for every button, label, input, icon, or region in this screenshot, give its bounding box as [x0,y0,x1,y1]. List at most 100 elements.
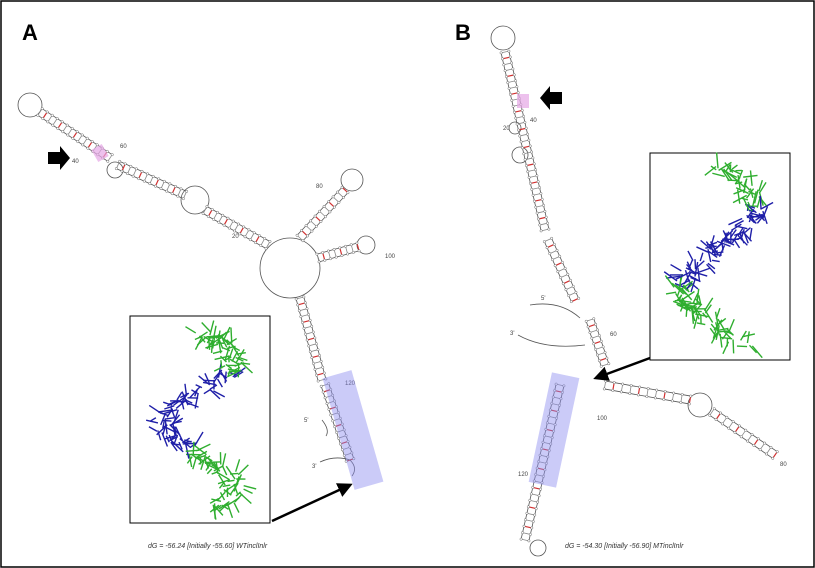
stick-blue [157,430,162,441]
stick-blue [195,384,203,389]
panel-a-label-120: 120 [345,381,356,387]
stick-green [675,284,687,295]
stick-green [217,333,231,346]
right-arrow-icon [48,146,70,170]
stick-green [226,339,237,350]
stick-blue [194,431,204,447]
stick-green [728,318,735,333]
stick-green [737,169,744,182]
stick-green [665,291,677,295]
stick-green [736,345,748,348]
stick-blue [209,384,218,390]
stick-blue [749,212,766,218]
stick-blue [707,262,716,270]
stick-blue [216,378,223,388]
panel-b-label-5prime: 5' [541,296,545,302]
stick-green [225,465,236,480]
stick-blue [160,414,166,426]
stick-green [749,170,753,186]
stick-blue [675,271,690,280]
stick-green [233,502,240,513]
stick-blue [181,401,185,410]
stick-green [671,282,685,295]
stick-green [236,352,246,355]
stick-green [235,491,242,497]
panel-b-label-40: 40 [530,118,537,124]
stick-green [227,479,235,483]
panel-a-site-highlight [91,143,109,163]
stick-green [203,458,210,469]
stick-blue [169,424,181,436]
stick-green [683,286,690,293]
stick-green [212,504,217,520]
stick-blue [693,271,708,277]
stick-blue [213,390,226,398]
stick-green [196,336,207,346]
stick-blue [189,385,201,399]
stick-blue [694,259,697,270]
stick-green [703,297,714,312]
stick-blue [728,217,743,226]
panel-a-label-5prime: 5' [304,418,308,424]
callout-arrow-icon [593,356,651,381]
stick-blue [170,441,178,452]
stick-green [680,299,692,303]
stick-blue [164,417,175,420]
panel-a-helix-4 [295,185,350,243]
stick-blue [213,369,223,379]
stick-green [240,361,253,374]
stick-blue [759,195,762,210]
panel-a-5prime-tail [321,419,328,437]
stick-blue [760,201,774,210]
stick-green [732,194,748,204]
stick-green [735,187,749,195]
stick-blue [165,435,170,443]
stick-green [217,478,231,485]
panel-b-label-100: 100 [597,416,608,422]
stick-blue [191,389,198,394]
stick-green [743,174,758,178]
stick-green [229,348,234,358]
stick-blue [173,396,185,406]
stick-green [225,356,232,361]
stick-blue [722,238,735,246]
stick-green [186,456,193,464]
panel-b-helix-3 [584,317,611,368]
stick-green [745,188,755,199]
stick-blue [730,223,742,232]
stick-green [208,458,219,471]
stick-green [209,497,220,504]
stick-blue [744,227,751,234]
stick-green [759,182,767,193]
panel-a-central-loop [259,237,321,299]
stick-blue [172,423,176,437]
stick-green [672,300,683,306]
panel-b-label-3prime: 3' [510,331,514,337]
stick-green [211,337,216,349]
stick-green [740,330,747,341]
stick-green [188,453,193,468]
panel-a-label-40: 40 [72,159,79,165]
stick-blue [665,275,681,279]
stick-green [714,322,721,336]
stick-green [731,164,738,170]
stick-blue [751,218,757,224]
panel-b-label-60: 60 [610,332,617,338]
stick-blue [203,388,211,395]
stick-green [704,304,712,314]
panel-a-letter: A [22,20,38,45]
stick-green [678,300,690,307]
stick-blue [170,414,181,426]
stick-green [231,351,239,362]
panel-a-label-100: 100 [385,254,396,260]
stick-green [747,201,753,212]
stick-green [748,190,756,195]
stick-green [221,338,228,348]
stick-green [221,504,229,510]
stick-green [692,303,703,315]
stick-green [743,178,748,186]
stick-green [185,326,197,334]
stick-green [207,336,215,340]
stick-green [222,453,227,467]
